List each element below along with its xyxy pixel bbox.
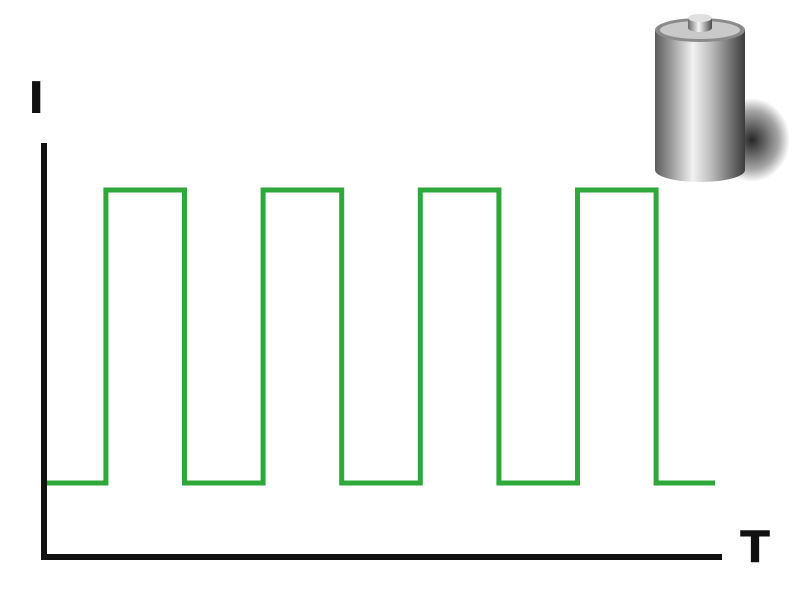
battery-icon — [655, 14, 790, 182]
x-axis-label: T — [740, 522, 770, 573]
series-line-0 — [47, 187, 715, 486]
series-layer — [47, 187, 715, 486]
y-axis-label: I — [28, 73, 44, 124]
